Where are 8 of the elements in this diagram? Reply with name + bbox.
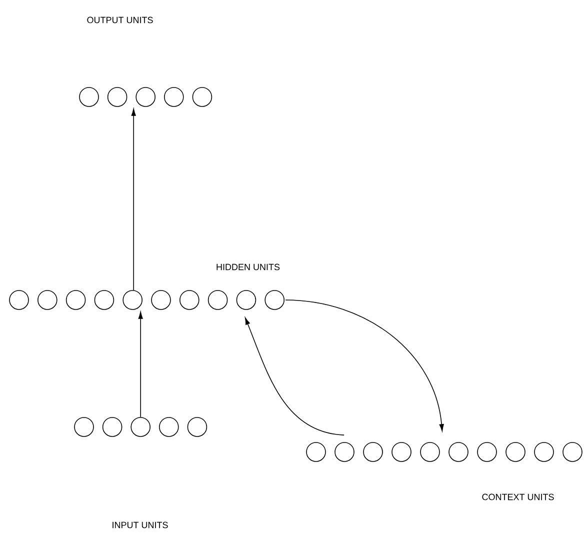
arrow xyxy=(138,312,143,418)
arrow xyxy=(131,108,136,290)
layer-label: OUTPUT UNITS xyxy=(87,16,153,24)
arrow xyxy=(244,318,344,436)
layer-label: CONTEXT UNITS xyxy=(482,494,554,500)
layer-label: INPUT UNITS xyxy=(112,522,168,528)
layer-label: HIDDEN UNITS xyxy=(216,264,280,270)
arrow xyxy=(285,300,444,432)
